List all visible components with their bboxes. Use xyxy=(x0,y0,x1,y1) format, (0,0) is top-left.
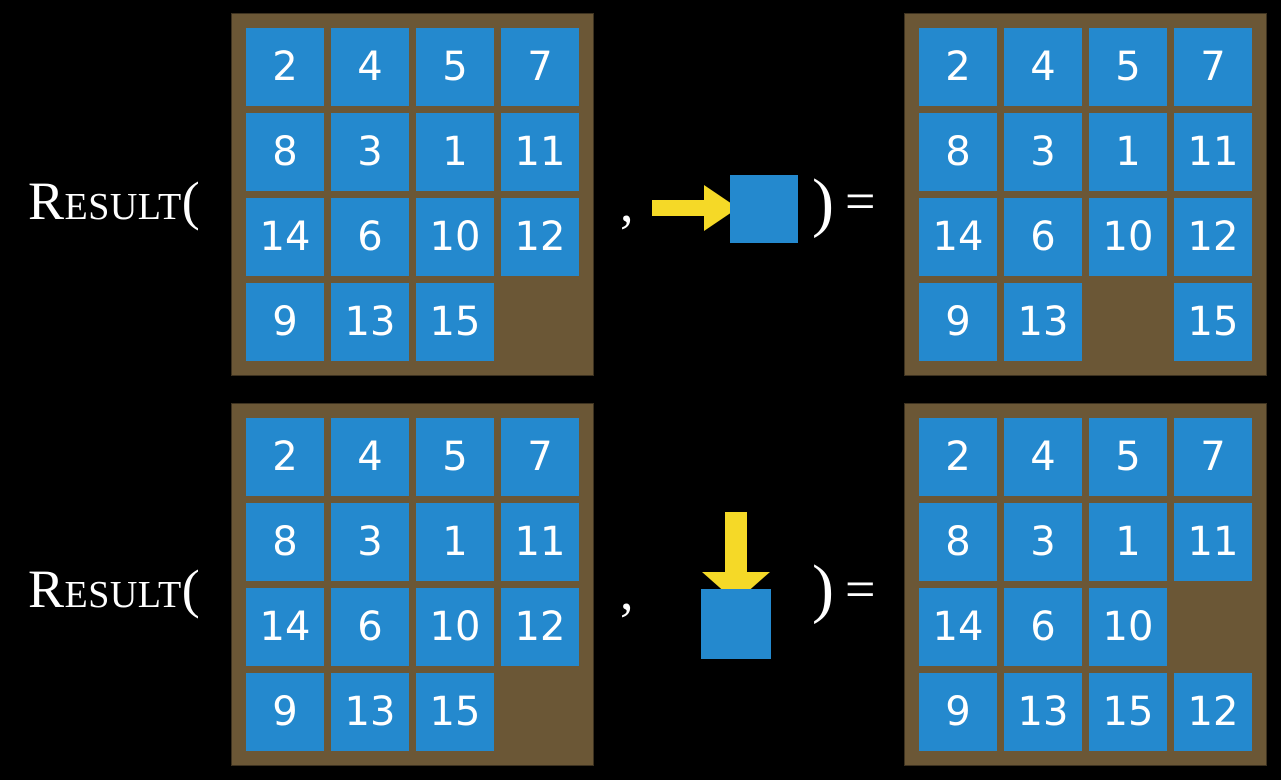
tile[interactable]: 12 xyxy=(501,588,579,666)
tile[interactable]: 14 xyxy=(246,198,324,276)
board-grid: 2 4 5 7 8 3 1 11 14 6 10 12 9 13 15 xyxy=(246,28,579,361)
board-grid: 2 4 5 7 8 3 1 11 14 6 10 9 13 15 12 xyxy=(919,418,1252,751)
output-board-row-1: 2 4 5 7 8 3 1 11 14 6 10 12 9 13 15 xyxy=(905,14,1266,375)
tile[interactable]: 12 xyxy=(1174,673,1252,751)
operand-blank-square xyxy=(730,175,798,243)
tile[interactable]: 9 xyxy=(919,673,997,751)
tile[interactable]: 7 xyxy=(501,28,579,106)
arrow-down-icon xyxy=(702,512,770,602)
tile[interactable]: 4 xyxy=(331,418,409,496)
tile[interactable]: 15 xyxy=(416,673,494,751)
arrow-right-icon xyxy=(652,185,738,231)
blank-tile xyxy=(1174,588,1252,666)
tile[interactable]: 10 xyxy=(1089,198,1167,276)
tile[interactable]: 7 xyxy=(1174,28,1252,106)
tile[interactable]: 3 xyxy=(1004,113,1082,191)
tile[interactable]: 8 xyxy=(919,503,997,581)
tile[interactable]: 7 xyxy=(1174,418,1252,496)
tile[interactable]: 11 xyxy=(1174,503,1252,581)
blank-tile xyxy=(501,673,579,751)
tile[interactable]: 13 xyxy=(1004,673,1082,751)
result-function-label-row-1: Result( xyxy=(28,171,201,231)
tile[interactable]: 10 xyxy=(416,588,494,666)
tile[interactable]: 2 xyxy=(246,28,324,106)
tile[interactable]: 10 xyxy=(1089,588,1167,666)
close-paren-row-1: ) xyxy=(812,166,834,239)
tile[interactable]: 6 xyxy=(331,588,409,666)
tile[interactable]: 13 xyxy=(331,283,409,361)
tile[interactable]: 4 xyxy=(1004,418,1082,496)
result-function-label-row-2: Result( xyxy=(28,559,201,619)
tile[interactable]: 9 xyxy=(246,283,324,361)
comma-separator-row-2: , xyxy=(620,561,634,621)
input-board-row-1: 2 4 5 7 8 3 1 11 14 6 10 12 9 13 15 xyxy=(232,14,593,375)
tile[interactable]: 5 xyxy=(1089,418,1167,496)
equals-sign-row-2: = xyxy=(845,559,876,619)
tile[interactable]: 14 xyxy=(919,198,997,276)
tile[interactable]: 12 xyxy=(1174,198,1252,276)
tile[interactable]: 11 xyxy=(1174,113,1252,191)
tile[interactable]: 5 xyxy=(416,28,494,106)
tile[interactable]: 8 xyxy=(246,113,324,191)
tile[interactable]: 9 xyxy=(246,673,324,751)
tile[interactable]: 8 xyxy=(246,503,324,581)
tile[interactable]: 4 xyxy=(1004,28,1082,106)
tile[interactable]: 3 xyxy=(331,503,409,581)
close-paren-row-2: ) xyxy=(812,552,834,625)
tile[interactable]: 10 xyxy=(416,198,494,276)
comma-separator-row-1: , xyxy=(620,173,634,233)
tile[interactable]: 6 xyxy=(331,198,409,276)
blank-tile xyxy=(501,283,579,361)
tile[interactable]: 1 xyxy=(416,503,494,581)
tile[interactable]: 15 xyxy=(1174,283,1252,361)
tile[interactable]: 3 xyxy=(331,113,409,191)
tile[interactable]: 5 xyxy=(1089,28,1167,106)
tile[interactable]: 11 xyxy=(501,113,579,191)
tile[interactable]: 2 xyxy=(246,418,324,496)
equals-sign-row-1: = xyxy=(845,171,876,231)
tile[interactable]: 13 xyxy=(331,673,409,751)
tile[interactable]: 2 xyxy=(919,28,997,106)
tile[interactable]: 1 xyxy=(1089,503,1167,581)
blank-tile xyxy=(1089,283,1167,361)
board-grid: 2 4 5 7 8 3 1 11 14 6 10 12 9 13 15 xyxy=(246,418,579,751)
tile[interactable]: 6 xyxy=(1004,588,1082,666)
tile[interactable]: 15 xyxy=(416,283,494,361)
output-board-row-2: 2 4 5 7 8 3 1 11 14 6 10 9 13 15 12 xyxy=(905,404,1266,765)
tile[interactable]: 14 xyxy=(246,588,324,666)
tile[interactable]: 3 xyxy=(1004,503,1082,581)
tile[interactable]: 4 xyxy=(331,28,409,106)
input-board-row-2: 2 4 5 7 8 3 1 11 14 6 10 12 9 13 15 xyxy=(232,404,593,765)
tile[interactable]: 6 xyxy=(1004,198,1082,276)
tile[interactable]: 12 xyxy=(501,198,579,276)
tile[interactable]: 8 xyxy=(919,113,997,191)
tile[interactable]: 1 xyxy=(416,113,494,191)
tile[interactable]: 13 xyxy=(1004,283,1082,361)
tile[interactable]: 14 xyxy=(919,588,997,666)
tile[interactable]: 1 xyxy=(1089,113,1167,191)
tile[interactable]: 7 xyxy=(501,418,579,496)
tile[interactable]: 5 xyxy=(416,418,494,496)
board-grid: 2 4 5 7 8 3 1 11 14 6 10 12 9 13 15 xyxy=(919,28,1252,361)
tile[interactable]: 9 xyxy=(919,283,997,361)
operand-blank-square xyxy=(701,589,771,659)
tile[interactable]: 11 xyxy=(501,503,579,581)
tile[interactable]: 2 xyxy=(919,418,997,496)
tile[interactable]: 15 xyxy=(1089,673,1167,751)
